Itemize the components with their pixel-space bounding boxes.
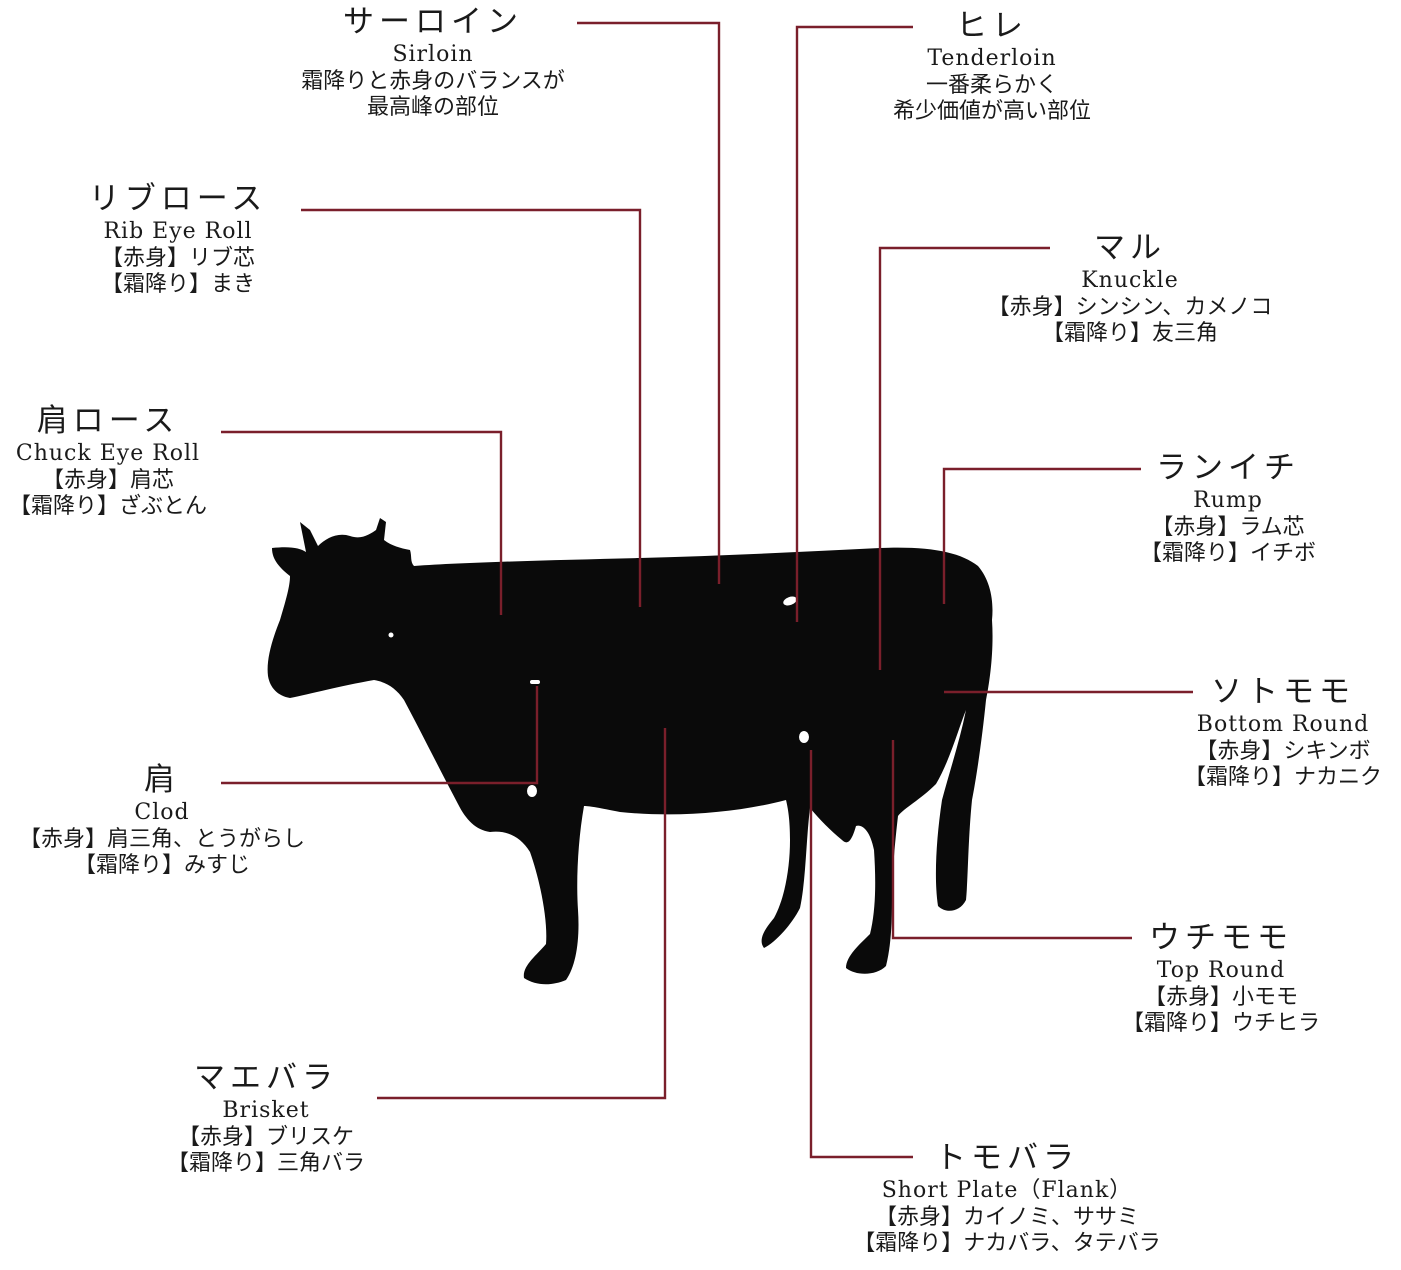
cut-desc: 【霜降り】ナカバラ、タテバラ (853, 1231, 1161, 1257)
cut-name-ja: ソトモモ (1211, 674, 1355, 710)
leader-tenderloin (795, 25, 913, 622)
cut-desc: 【赤身】小モモ (1143, 984, 1298, 1010)
leader-shortplate (809, 750, 913, 1159)
cut-desc: 希少価値が高い部位 (892, 99, 1091, 125)
cut-name-ja: サーロイン (343, 4, 523, 40)
cut-desc: 霜降りと赤身のバランスが (301, 68, 565, 94)
leader-knuckle (878, 246, 1050, 670)
cut-desc: 【赤身】シンシン、カメノコ (987, 294, 1273, 320)
cut-desc: 一番柔らかく (925, 72, 1058, 98)
cut-desc: 【霜降り】三角バラ (166, 1151, 365, 1177)
cut-desc: 【霜降り】みすじ (73, 853, 250, 879)
cut-name-ja: トモバラ (935, 1140, 1079, 1176)
cow-silhouette (267, 518, 993, 985)
cut-name-ja: マル (1094, 230, 1166, 266)
cut-name-en: Rump (1193, 487, 1263, 513)
leader-ribeye (301, 208, 642, 607)
cut-label-topround: ウチモモ Top Round 【赤身】小モモ 【霜降り】ウチヒラ (1108, 920, 1334, 1038)
cut-name-en: Top Round (1156, 957, 1286, 983)
cut-desc: 【赤身】ブリスケ (177, 1124, 354, 1150)
leader-lines (221, 21, 1193, 1159)
cut-name-ja: マエバラ (194, 1060, 338, 1096)
cut-name-en: Clod (134, 799, 190, 825)
cut-label-bottomround: ソトモモ Bottom Round 【赤身】シキンボ 【霜降り】ナカニク (1168, 674, 1398, 792)
cut-desc: 【霜降り】ナカニク (1183, 765, 1382, 791)
leader-topround (891, 740, 1132, 940)
cut-name-en: Sirloin (392, 41, 474, 67)
leader-brisket (377, 728, 667, 1100)
cut-label-knuckle: マル Knuckle 【赤身】シンシン、カメノコ 【霜降り】友三角 (975, 230, 1285, 348)
cut-name-en: Rib Eye Roll (103, 218, 253, 244)
cut-label-tenderloin: ヒレ Tenderloin 一番柔らかく 希少価値が高い部位 (862, 8, 1122, 126)
cut-desc: 【霜降り】友三角 (1041, 321, 1218, 347)
cut-desc: 【霜降り】ざぶとん (8, 494, 207, 520)
cut-desc: 【赤身】ラム芯 (1151, 514, 1305, 540)
leader-rump (942, 467, 1141, 604)
cut-name-ja: 肩ロース (36, 403, 180, 439)
cut-name-en: Bottom Round (1196, 711, 1370, 737)
cut-label-chuckeye: 肩ロース Chuck Eye Roll 【赤身】肩芯 【霜降り】ざぶとん (0, 403, 216, 521)
cut-desc: 【赤身】リブ芯 (100, 245, 255, 271)
cut-desc: 【赤身】肩三角、とうがらし (18, 826, 305, 852)
cut-name-en: Knuckle (1081, 267, 1179, 293)
cut-name-ja: ウチモモ (1149, 920, 1293, 956)
cut-desc: 【赤身】シキンボ (1195, 738, 1371, 764)
cut-desc: 【霜降り】まき (100, 272, 255, 298)
cut-name-ja: ランイチ (1156, 450, 1300, 486)
leader-sirloin (577, 21, 721, 584)
cut-label-rump: ランイチ Rump 【赤身】ラム芯 【霜降り】イチボ (1118, 450, 1338, 568)
leader-chuckeye (221, 430, 503, 615)
cut-name-en: Short Plate（Flank） (881, 1177, 1133, 1203)
cut-name-en: Chuck Eye Roll (15, 440, 201, 466)
cut-label-clod: 肩 Clod 【赤身】肩三角、とうがらし 【霜降り】みすじ (4, 762, 320, 880)
cut-desc: 【霜降り】イチボ (1139, 541, 1316, 567)
cut-desc: 【赤身】カイノミ、ササミ (874, 1204, 1139, 1230)
cut-label-sirloin: サーロイン Sirloin 霜降りと赤身のバランスが 最高峰の部位 (283, 4, 583, 122)
cut-label-brisket: マエバラ Brisket 【赤身】ブリスケ 【霜降り】三角バラ (146, 1060, 386, 1178)
cut-name-ja: 肩 (144, 762, 180, 798)
cut-name-ja: ヒレ (956, 8, 1028, 44)
cut-desc: 最高峰の部位 (366, 95, 499, 121)
cut-name-en: Tenderloin (927, 45, 1057, 71)
cut-desc: 【霜降り】ウチヒラ (1121, 1011, 1320, 1037)
cut-label-ribeye: リブロース Rib Eye Roll 【赤身】リブ芯 【霜降り】まき (58, 181, 298, 299)
cut-label-shortplate: トモバラ Short Plate（Flank） 【赤身】カイノミ、ササミ 【霜降… (838, 1140, 1176, 1258)
cut-name-ja: リブロース (88, 181, 268, 217)
cut-name-en: Brisket (222, 1097, 310, 1123)
leader-clod (221, 686, 539, 785)
cut-desc: 【赤身】肩芯 (41, 467, 174, 493)
